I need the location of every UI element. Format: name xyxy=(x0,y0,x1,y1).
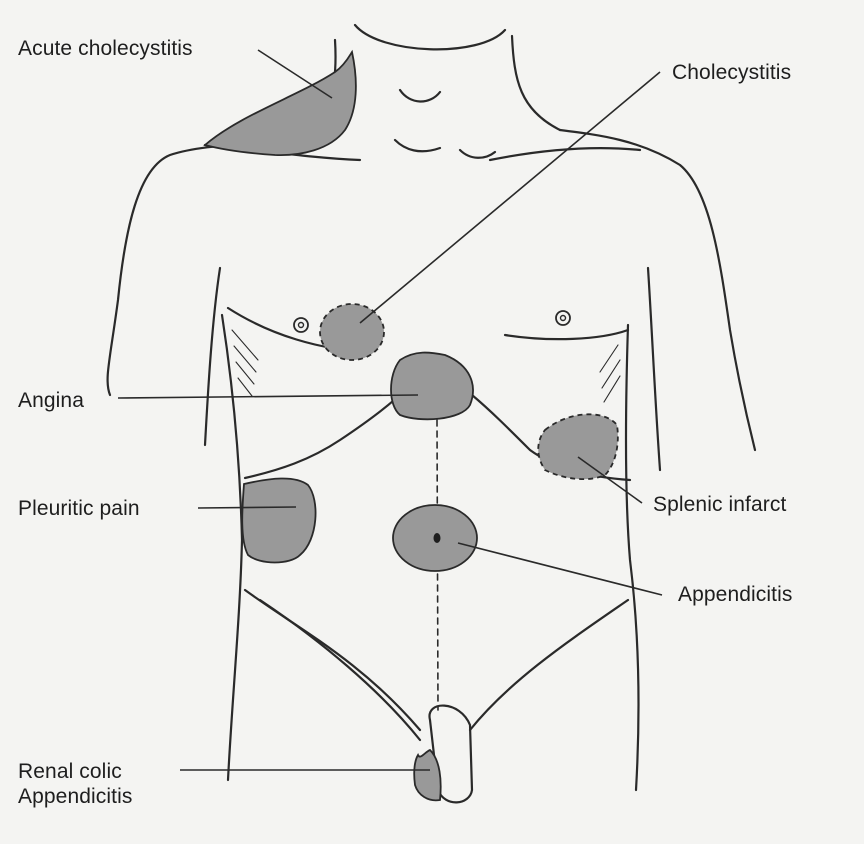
label-acute-cholecystitis: Acute cholecystitis xyxy=(18,37,193,60)
right-nipple-center xyxy=(559,314,567,322)
left-nipple-center xyxy=(297,321,305,329)
label-angina: Angina xyxy=(18,389,84,412)
right-clavicle-line xyxy=(488,146,642,162)
pleuritic-pain-region xyxy=(241,477,317,564)
right-nipple xyxy=(555,310,571,326)
left-nipple xyxy=(293,317,309,333)
neck-front-curve xyxy=(353,23,507,51)
leader-appendicitis xyxy=(457,542,663,596)
leader-splenic-infarct xyxy=(577,456,643,504)
neck-right-outline xyxy=(510,34,562,132)
left-axilla-hatching xyxy=(231,329,259,397)
sternal-notch-lines xyxy=(393,88,497,159)
splenic-infarct-region xyxy=(537,413,619,481)
right-inguinal-line xyxy=(468,598,630,732)
angina-region xyxy=(390,351,474,421)
right-body-side-outline xyxy=(624,323,640,792)
genital-outline xyxy=(428,704,474,804)
rib-cage-outline xyxy=(243,388,632,482)
left-inner-arm-outline xyxy=(203,266,222,447)
right-axilla-hatching xyxy=(599,344,621,403)
label-appendicitis: Appendicitis xyxy=(678,583,793,606)
right-pectoral-line xyxy=(503,328,630,341)
leader-acute-cholecystitis xyxy=(257,49,333,99)
acute-cholecystitis-region xyxy=(203,49,357,156)
label-renal-colic-appendicitis: Appendicitis xyxy=(18,785,133,808)
leader-cholecystitis xyxy=(359,71,661,324)
leader-angina xyxy=(117,394,419,399)
label-splenic-infarct: Splenic infarct xyxy=(653,493,787,516)
renal-colic-region xyxy=(413,748,442,802)
cholecystitis-region xyxy=(319,303,385,361)
right-inner-arm-outline xyxy=(646,266,662,472)
pelvic-line xyxy=(258,598,422,742)
leader-pleuritic-pain xyxy=(197,506,297,509)
label-pleuritic-pain: Pleuritic pain xyxy=(18,497,140,520)
umbilicus xyxy=(433,533,441,543)
left-shoulder-outline xyxy=(106,138,297,397)
label-cholecystitis: Cholecystitis xyxy=(672,61,792,84)
label-renal-colic: Renal colic xyxy=(18,760,122,783)
left-body-side-outline xyxy=(220,313,244,782)
right-shoulder-outline xyxy=(558,128,757,452)
